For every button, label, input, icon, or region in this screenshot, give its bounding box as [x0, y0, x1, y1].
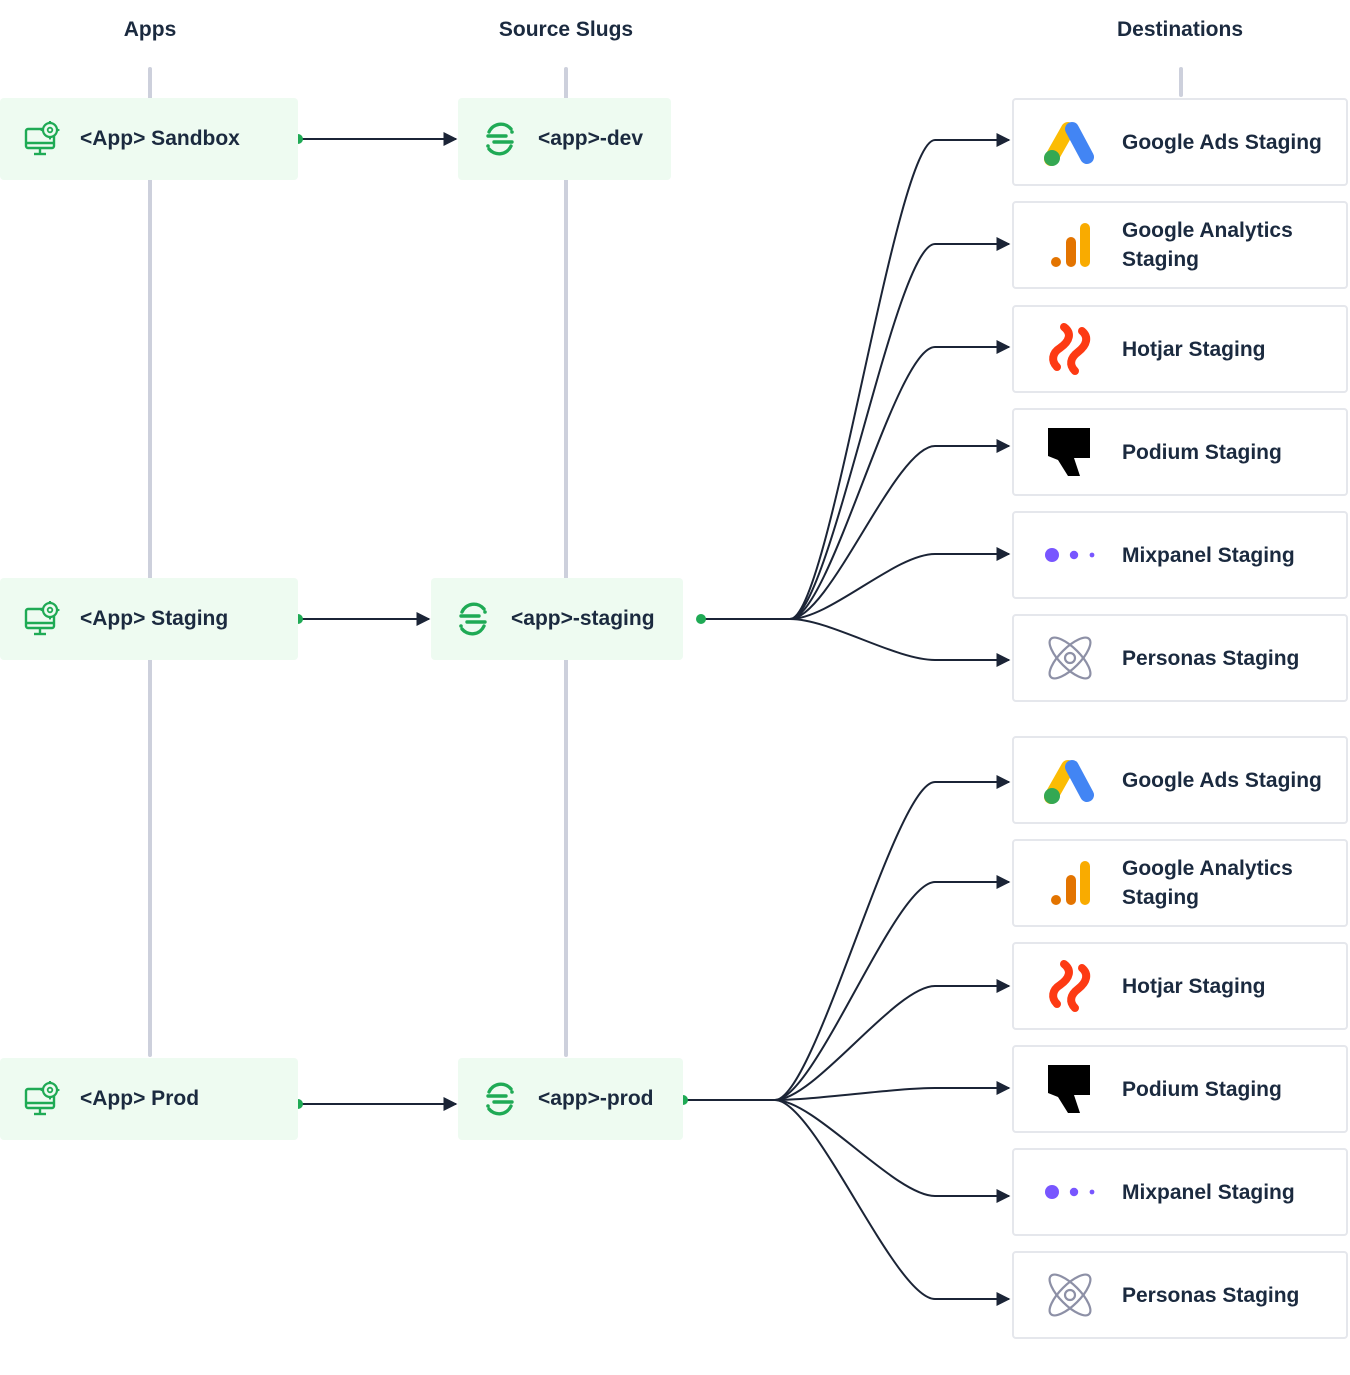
destination-label: Mixpanel Staging: [1122, 543, 1295, 567]
source-label: <app>-prod: [538, 1087, 654, 1110]
app-label: <App> Sandbox: [80, 127, 240, 150]
apps-guide-line: [148, 67, 152, 1057]
google-analytics-icon: [1042, 855, 1098, 911]
destination-label: Google Ads Staging: [1122, 768, 1322, 792]
source-node-prod[interactable]: <app>-prod: [458, 1058, 683, 1140]
source-to-destination-arrow: [701, 133, 1011, 620]
monitor-gear-icon: [24, 601, 60, 637]
destination-label: Podium Staging: [1122, 1077, 1282, 1101]
destination-card[interactable]: Personas Staging: [1012, 614, 1348, 702]
source-to-destination-arrow: [701, 547, 1011, 620]
source-to-destination-arrow: [683, 1081, 1011, 1101]
destination-card[interactable]: Mixpanel Staging: [1012, 511, 1348, 599]
destination-card[interactable]: Google Ads Staging: [1012, 736, 1348, 824]
source-node-staging[interactable]: <app>-staging: [431, 578, 683, 660]
hotjar-icon: [1042, 321, 1098, 377]
source-to-destination-arrow: [701, 237, 1011, 620]
monitor-gear-icon: [24, 121, 60, 157]
destination-label: Google Analytics Staging: [1122, 219, 1293, 271]
source-label: <app>-staging: [511, 607, 655, 630]
hotjar-icon: [1042, 958, 1098, 1014]
mixpanel-icon: [1042, 1164, 1098, 1220]
destination-card[interactable]: Hotjar Staging: [1012, 942, 1348, 1030]
google-analytics-icon: [1042, 217, 1098, 273]
destination-label: Hotjar Staging: [1122, 337, 1266, 361]
source-node-dev[interactable]: <app>-dev: [458, 98, 671, 180]
destination-card[interactable]: Google Ads Staging: [1012, 98, 1348, 186]
destination-card[interactable]: Podium Staging: [1012, 1045, 1348, 1133]
source-to-destination-arrow: [683, 775, 1011, 1101]
app-node-prod[interactable]: <App> Prod: [0, 1058, 298, 1140]
app-label: <App> Staging: [80, 607, 229, 630]
source-to-destination-arrow: [683, 875, 1011, 1101]
column-header-destinations: Destinations: [1116, 18, 1244, 41]
destination-label: Personas Staging: [1122, 1283, 1300, 1307]
mixpanel-icon: [1042, 527, 1098, 583]
source-to-destination-arrow: [701, 439, 1011, 620]
google-ads-icon: [1042, 752, 1098, 808]
destination-label: Personas Staging: [1122, 646, 1300, 670]
source-to-destination-arrow: [683, 1099, 1011, 1306]
column-header-apps: Apps: [123, 18, 177, 41]
destination-label: Hotjar Staging: [1122, 974, 1266, 998]
source-to-destination-arrow: [701, 618, 1011, 667]
destination-label: Podium Staging: [1122, 440, 1282, 464]
google-ads-icon: [1042, 114, 1098, 170]
destination-card[interactable]: Personas Staging: [1012, 1251, 1348, 1339]
destination-card[interactable]: Google Analytics Staging: [1012, 839, 1348, 927]
source-output-dot: [696, 614, 706, 624]
monitor-gear-icon: [24, 1081, 60, 1117]
destination-label: Google Analytics Staging: [1122, 857, 1293, 909]
source-label: <app>-dev: [538, 127, 644, 150]
destination-card[interactable]: Mixpanel Staging: [1012, 1148, 1348, 1236]
segment-logo-icon: [455, 601, 491, 637]
segment-logo-icon: [482, 121, 518, 157]
source-to-destination-arrow: [701, 340, 1011, 620]
podium-icon: [1042, 1061, 1098, 1117]
app-node-sandbox[interactable]: <App> Sandbox: [0, 98, 298, 180]
source-to-destination-arrow: [683, 979, 1011, 1101]
destination-card[interactable]: Podium Staging: [1012, 408, 1348, 496]
segment-logo-icon: [482, 1081, 518, 1117]
destinations-guide-line: [1179, 67, 1183, 97]
podium-icon: [1042, 424, 1098, 480]
app-node-staging[interactable]: <App> Staging: [0, 578, 298, 660]
column-header-source-slugs: Source Slugs: [498, 18, 634, 41]
source-to-destination-arrow: [683, 1099, 1011, 1203]
destination-label: Google Ads Staging: [1122, 130, 1322, 154]
destination-card[interactable]: Google Analytics Staging: [1012, 201, 1348, 289]
personas-icon: [1042, 630, 1098, 686]
app-label: <App> Prod: [80, 1087, 200, 1110]
destination-label: Mixpanel Staging: [1122, 1180, 1295, 1204]
destination-card[interactable]: Hotjar Staging: [1012, 305, 1348, 393]
sources-guide-line: [564, 67, 568, 1057]
personas-icon: [1042, 1267, 1098, 1323]
